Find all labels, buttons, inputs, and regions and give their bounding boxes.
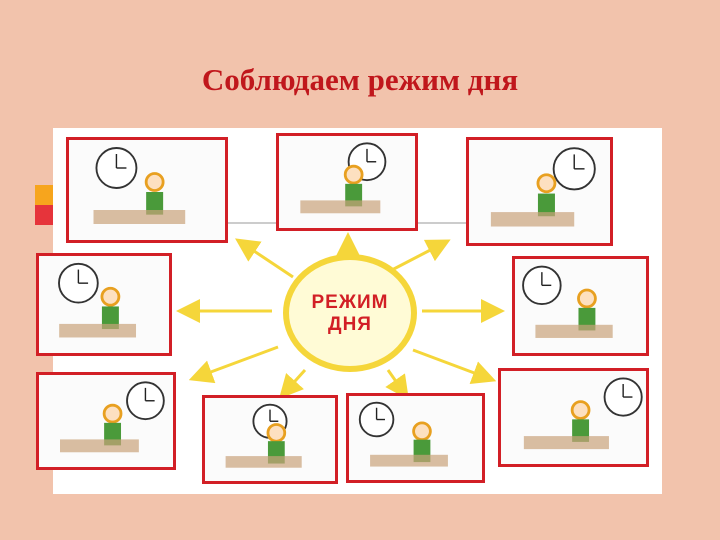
furniture-icon — [225, 456, 302, 468]
furniture-icon — [490, 212, 575, 227]
sun-circle — [283, 254, 417, 372]
scene-frame-walk — [202, 395, 338, 484]
furniture-icon — [60, 439, 139, 453]
scene-frame-school — [498, 368, 649, 467]
center-label-line1: РЕЖИМ — [311, 292, 389, 313]
child-figure-icon — [343, 164, 364, 207]
furniture-icon — [59, 323, 137, 338]
child-figure-icon — [144, 172, 165, 215]
slide-title: Соблюдаем режим дня — [201, 62, 519, 97]
arrow-up-left — [235, 238, 294, 279]
clock-icon — [552, 147, 596, 191]
furniture-icon — [370, 454, 448, 467]
clock-icon — [603, 377, 643, 417]
arrow-down-l — [278, 368, 307, 399]
child-figure-icon — [536, 173, 557, 217]
clock-icon — [522, 265, 562, 306]
arrow-up-right — [387, 239, 451, 274]
furniture-icon — [93, 210, 186, 224]
child-figure-icon — [100, 286, 121, 330]
child-figure-icon — [577, 288, 597, 331]
furniture-icon — [300, 200, 381, 214]
furniture-icon — [523, 436, 609, 450]
clock-icon — [358, 401, 395, 438]
decorative-block — [35, 185, 57, 225]
furniture-icon — [535, 324, 613, 338]
clock-icon — [95, 147, 138, 189]
scene-frame-breakfast — [36, 253, 172, 356]
center-label-line2: ДНЯ — [328, 314, 372, 335]
child-figure-icon — [102, 403, 123, 446]
arrow-down-right — [412, 348, 497, 385]
scene-frame-sleeping — [66, 137, 228, 243]
scene-frame-washing — [466, 137, 613, 246]
scene-frame-waking-up — [276, 133, 418, 231]
scene-frame-lunch — [512, 256, 649, 356]
center-label: РЕЖИМ ДНЯ — [280, 292, 420, 336]
scene-frame-dinner — [346, 393, 485, 483]
arrow-down-r — [385, 369, 409, 400]
clock-icon — [126, 381, 165, 421]
scene-frame-homework — [36, 372, 176, 470]
arrow-down-left — [188, 345, 279, 384]
child-figure-icon — [570, 400, 591, 442]
clock-icon — [58, 262, 99, 304]
